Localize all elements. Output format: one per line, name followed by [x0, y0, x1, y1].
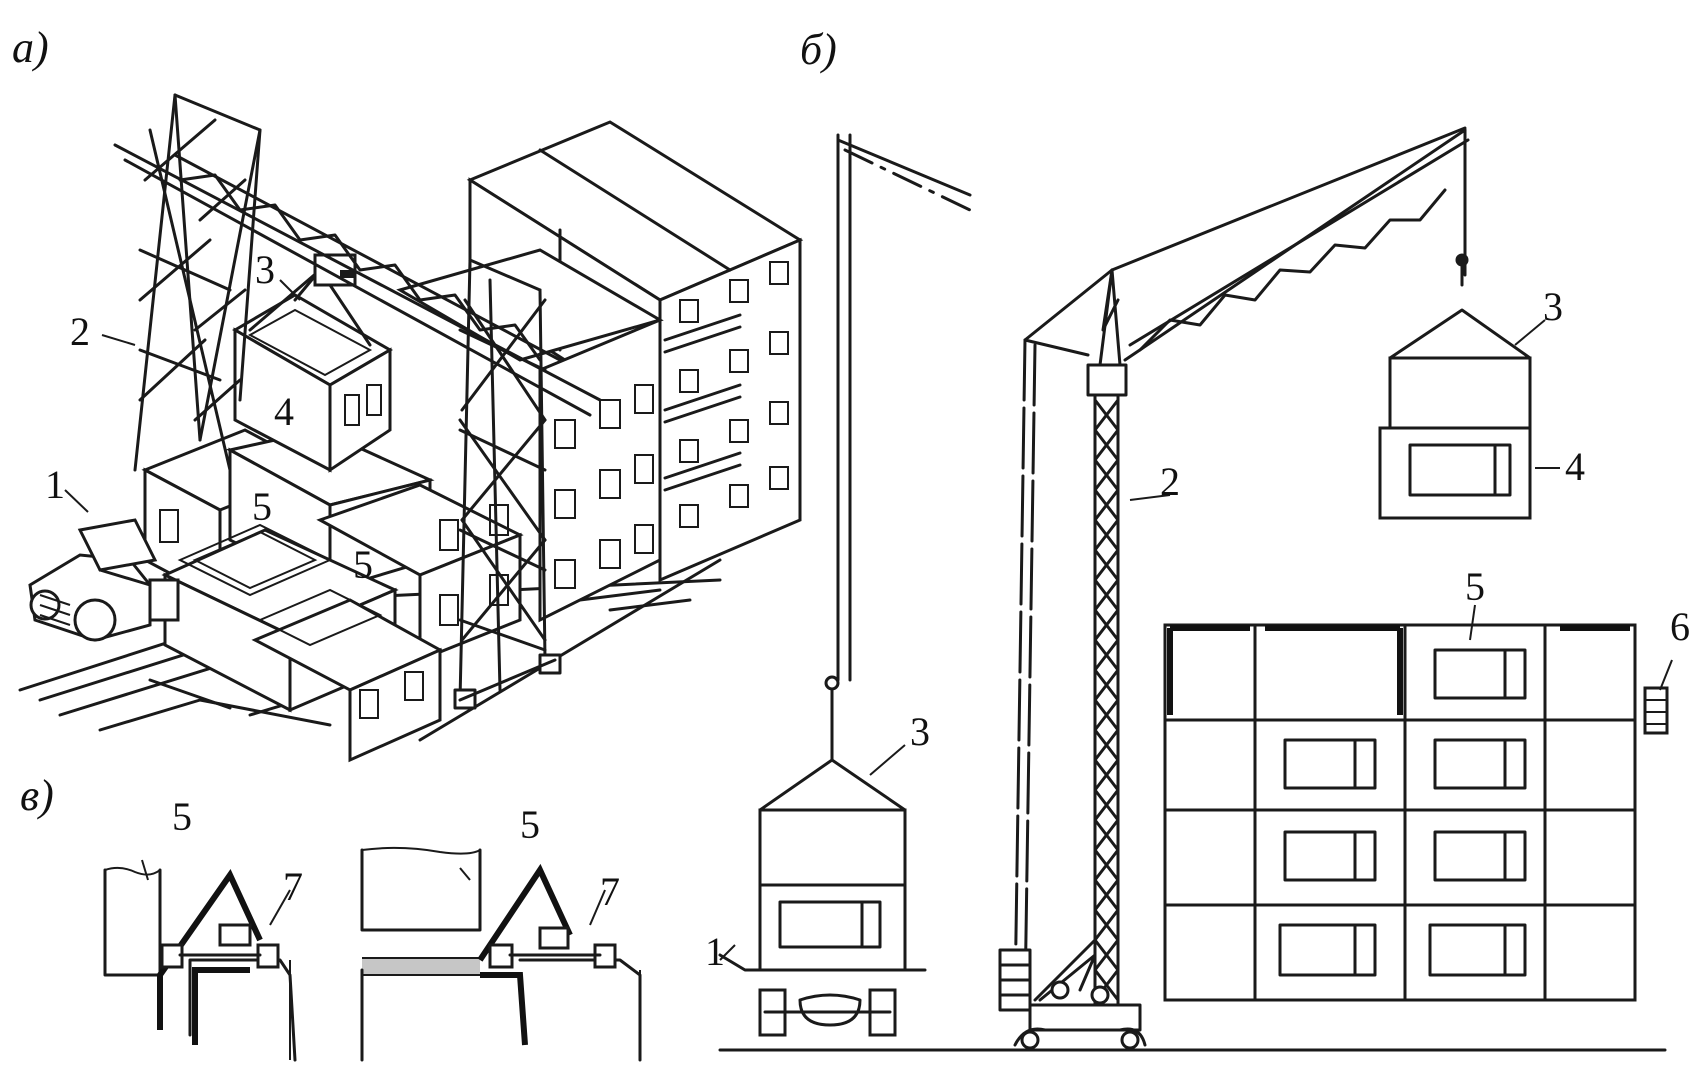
- label-v-7a: 7: [283, 864, 303, 909]
- lifted-module: [232, 253, 393, 473]
- label-v-7b: 7: [600, 869, 620, 914]
- label-a-4: 4: [274, 389, 294, 434]
- label-a-5a: 5: [252, 484, 272, 529]
- label-a-1: 1: [45, 462, 65, 507]
- joint-detail-1: [103, 859, 297, 1062]
- middle-building: [396, 248, 664, 623]
- panel-v-drawing: 5 7 5 7: [103, 794, 642, 1062]
- label-b-2: 2: [1160, 459, 1180, 504]
- label-b-6: 6: [1670, 604, 1690, 649]
- label-a-5b: 5: [353, 542, 373, 587]
- label-b-4: 4: [1565, 444, 1585, 489]
- panel-label-v: в): [20, 771, 54, 820]
- panel-label-b: б): [800, 25, 837, 74]
- truck-module: [718, 758, 927, 1037]
- building-facade: [1163, 623, 1669, 1002]
- panel-a-drawing: 1 2 3 4 5 5: [18, 93, 804, 763]
- leaders-a: [64, 279, 301, 513]
- label-b-3-hanging: 3: [1543, 284, 1563, 329]
- joint-detail-2: [360, 846, 642, 1062]
- label-a-2: 2: [70, 309, 90, 354]
- label-b-1: 1: [705, 929, 725, 974]
- leaders-b: [719, 319, 1673, 961]
- label-a-3: 3: [255, 247, 275, 292]
- panel-label-a: а): [12, 23, 49, 72]
- left-hook: [824, 133, 972, 762]
- label-b-5: 5: [1465, 564, 1485, 609]
- hanging-module: [1378, 308, 1532, 520]
- label-b-3-truck: 3: [910, 709, 930, 754]
- tower-crane: [998, 126, 1470, 1050]
- truck: [28, 518, 180, 642]
- panel-b-drawing: 3 1 2 3 4 5 6: [705, 126, 1690, 1052]
- gantry-crane: [113, 93, 602, 710]
- label-v-5b: 5: [520, 802, 540, 847]
- label-v-5a: 5: [172, 794, 192, 839]
